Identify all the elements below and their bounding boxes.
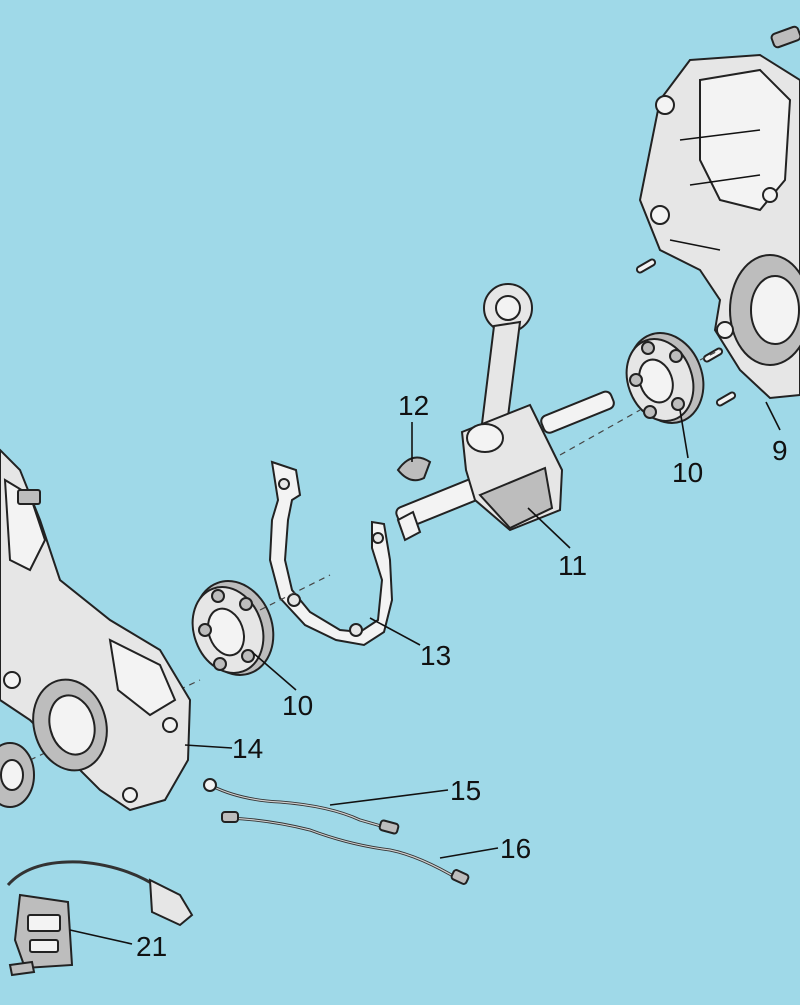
bearing-right: [625, 332, 705, 424]
right-crankcase-half: [638, 25, 800, 400]
gasket: [268, 460, 394, 647]
short-circuit-wire: [221, 811, 470, 885]
label-part-12: 12: [398, 390, 429, 421]
woodruff-key: [396, 456, 432, 482]
label-part-14: 14: [232, 733, 263, 764]
ground-wire: [203, 778, 400, 835]
label-part-13: 13: [420, 640, 451, 671]
bearing-left: [191, 580, 275, 676]
label-part-10-right: 10: [672, 457, 703, 488]
left-crankcase-half: [0, 448, 192, 812]
label-part-10-left: 10: [282, 690, 313, 721]
label-part-9: 9: [772, 435, 788, 466]
ignition-module: [6, 860, 194, 977]
stud-bolt: [770, 25, 800, 49]
label-part-21: 21: [136, 931, 167, 962]
dowel-pins: [635, 258, 737, 407]
label-part-11: 11: [558, 550, 587, 581]
seal-ring-left: [0, 742, 35, 808]
leader-lines: [69, 401, 781, 945]
label-part-16: 16: [500, 833, 531, 864]
label-part-15: 15: [450, 775, 481, 806]
